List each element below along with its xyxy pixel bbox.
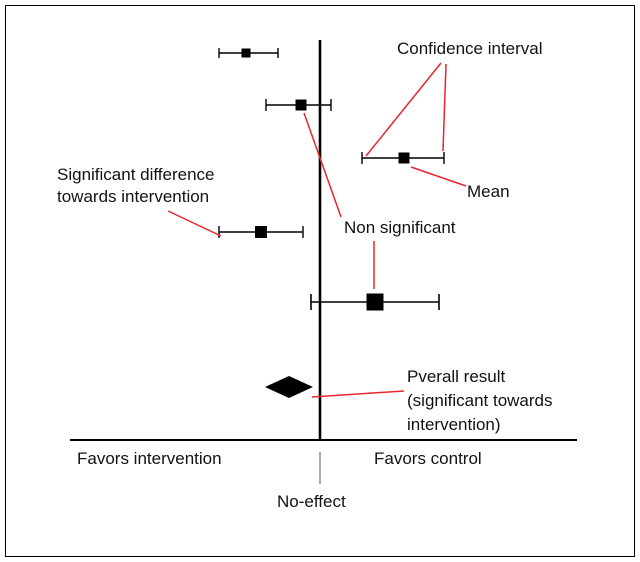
ci-annotation-line-right — [442, 63, 447, 152]
confidence-interval-label: Confidence interval — [397, 39, 543, 58]
study3-mean-marker — [398, 152, 410, 164]
study1-mean-marker — [241, 48, 251, 58]
favors-intervention-label: Favors intervention — [77, 449, 222, 468]
overall-result-label: Pverall result (significant towards inte… — [407, 367, 553, 434]
study2-mean-marker — [295, 99, 307, 111]
favors-control-label: Favors control — [374, 449, 482, 468]
mean-annotation-line — [410, 166, 467, 187]
study4-mean-marker — [255, 226, 267, 238]
ci-annotation-line-left — [365, 62, 442, 157]
study5-mean-marker — [366, 293, 384, 311]
no-effect-label: No-effect — [277, 492, 346, 511]
non-significant-annotation-line-upper — [303, 112, 342, 218]
overall-diamond — [265, 376, 313, 398]
overall-annotation-line — [311, 390, 405, 398]
non-significant-label: Non significant — [344, 218, 456, 237]
significant-annotation-line — [167, 210, 222, 237]
mean-label: Mean — [467, 182, 510, 201]
significant-difference-label: Significant difference towards intervent… — [57, 165, 215, 206]
